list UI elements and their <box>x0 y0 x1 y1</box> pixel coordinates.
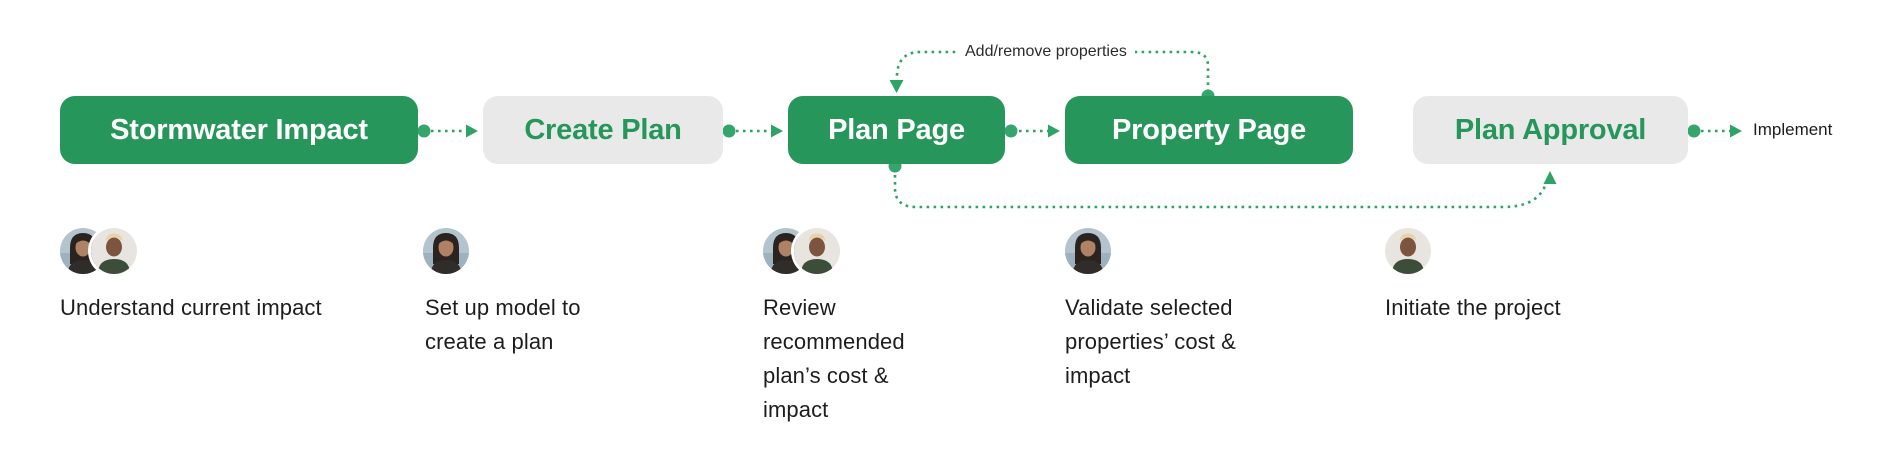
avatar-group-property-page <box>1065 228 1111 274</box>
arrowhead-right-icon <box>1730 124 1742 138</box>
stage-label: Property Page <box>1111 113 1307 146</box>
stage-box-property-page: Property Page <box>1065 96 1353 164</box>
stage-description: Review recommended plan’s cost & impact <box>763 295 905 422</box>
connector-dot <box>1004 124 1018 138</box>
avatar-group-stormwater <box>60 228 137 274</box>
stage-description: Set up model to create a plan <box>425 295 581 354</box>
stage-description: Initiate the project <box>1385 295 1561 320</box>
stage-description: Validate selected properties’ cost & imp… <box>1065 295 1236 388</box>
stage-box-stormwater-impact: Stormwater Impact <box>60 96 418 164</box>
stage-label: Create Plan <box>524 113 682 146</box>
avatar-group-plan-page <box>763 228 840 274</box>
implement-label: Implement <box>1753 120 1833 139</box>
avatar-person-blonde-icon <box>91 228 137 274</box>
loop-line-planpage-to-planapproval <box>893 168 1549 209</box>
connector-dot <box>722 124 736 138</box>
stage-description: Understand current impact <box>60 295 322 320</box>
avatar-person-blonde-icon <box>1385 228 1431 274</box>
stage-label: Plan Approval <box>1454 113 1647 146</box>
connector-dot <box>1687 124 1701 138</box>
stage-label: Stormwater Impact <box>110 113 368 146</box>
stage-box-create-plan: Create Plan <box>483 96 723 164</box>
arrowhead-down-icon <box>889 80 904 93</box>
avatar-woman-dark-hair-icon <box>60 228 106 274</box>
avatar-woman-dark-hair-icon <box>1065 228 1111 274</box>
arrowhead-up-icon <box>1543 171 1557 184</box>
loop-label-add-remove-properties: Add/remove properties <box>957 41 1135 63</box>
stage-label: Plan Page <box>828 113 965 146</box>
avatar-group-create-plan <box>423 228 469 274</box>
avatar-person-blonde-icon <box>794 228 840 274</box>
avatar-group-plan-approval <box>1385 228 1431 274</box>
arrowhead-right-icon <box>1048 124 1060 138</box>
avatar-woman-dark-hair-icon <box>423 228 469 274</box>
arrowhead-right-icon <box>771 124 783 138</box>
stage-box-plan-approval: Plan Approval <box>1413 96 1688 164</box>
stage-box-plan-page: Plan Page <box>788 96 1005 164</box>
connector-dot <box>417 124 431 138</box>
arrowhead-right-icon <box>466 124 478 138</box>
